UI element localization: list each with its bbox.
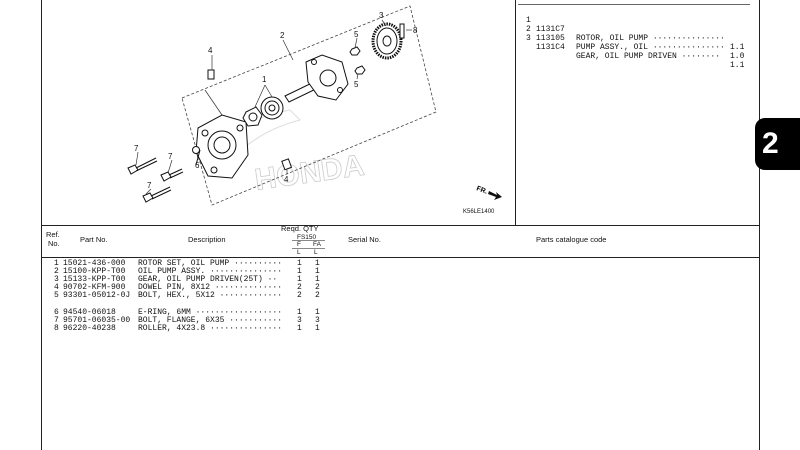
rotor-set <box>242 96 284 127</box>
list-item: 1 1131C7 ROTOR, OIL PUMP ···············… <box>526 16 745 52</box>
diagram-table-divider <box>41 225 760 226</box>
table-row: 3 15133-KPP-T00 GEAR, OIL PUMP DRIVEN(25… <box>54 275 320 284</box>
callout-number: 6 <box>195 161 200 170</box>
callout-number: 5 <box>354 80 359 89</box>
col-l-header: L <box>314 249 318 256</box>
table-header-divider <box>41 257 760 258</box>
table-row: 5 93301-05012-0J BOLT, HEX., 5X12 ······… <box>54 291 320 300</box>
callout-number: 1 <box>262 75 267 84</box>
table-row: 8 96220-40238 ROLLER, 4X23.8 ···········… <box>54 324 320 333</box>
callout-number: 8 <box>413 26 418 35</box>
leader-lines <box>135 19 412 195</box>
dowel-pin <box>281 158 293 171</box>
table-row: 7 95701-06035-00 BOLT, FLANGE, 6X35 ····… <box>54 316 320 325</box>
assembly-boundary <box>181 5 437 206</box>
roller <box>399 23 405 39</box>
catalogue-code-header: Parts catalogue code <box>536 235 607 244</box>
diagram-code: K56LE1400 <box>463 209 495 215</box>
dowel-pin <box>207 69 215 80</box>
callout-number: 2 <box>280 31 285 40</box>
part-no-header: Part No. <box>80 235 108 244</box>
callout-number: 3 <box>379 11 384 20</box>
callout-number: 7 <box>134 144 139 153</box>
callout-number: 7 <box>168 152 173 161</box>
pump-cover <box>305 54 349 101</box>
table-row: 6 94540-06018 E-RING, 6MM ··············… <box>54 308 320 317</box>
ref-header: Ref. <box>46 230 60 239</box>
hex-bolt-5x12 <box>349 46 366 75</box>
e-ring <box>192 146 200 154</box>
callout-number: 4 <box>284 175 289 184</box>
col-f-header: F <box>297 241 301 248</box>
list-item: 3 1131C4 GEAR, OIL PUMP DRIVEN ········ … <box>526 34 745 70</box>
callout-number: 7 <box>147 181 152 190</box>
col-l-header: L <box>297 249 301 256</box>
svg-text:FR.: FR. <box>475 185 488 195</box>
diagram-list-divider <box>515 0 516 225</box>
list-item: 2 113105 PUMP ASSY., OIL ···············… <box>526 25 745 61</box>
oil-pump-body <box>195 114 249 179</box>
serial-no-header: Serial No. <box>348 235 381 244</box>
chapter-tab[interactable] <box>755 118 800 170</box>
table-row: 2 15100-KPP-T00 OIL PUMP ASSY. ·········… <box>54 267 320 276</box>
driven-gear <box>371 22 403 60</box>
col-fa-header: FA <box>313 241 321 248</box>
table-row: 4 90702-KFM-900 DOWEL PIN, 8X12 ········… <box>54 283 320 292</box>
callout-number: 5 <box>354 30 359 39</box>
flange-bolt-6x35 <box>127 157 184 203</box>
chapter-tab-number: 2 <box>762 127 779 160</box>
exploded-parts-diagram: HONDA <box>127 5 502 215</box>
model-header: FS150 <box>297 234 317 241</box>
callout-number: 4 <box>208 46 213 55</box>
description-header: Description <box>188 235 226 244</box>
table-row: 1 15021-436-000 ROTOR SET, OIL PUMP ····… <box>54 259 320 268</box>
no-header: No. <box>48 239 60 248</box>
front-direction-arrow-icon: FR. <box>475 185 502 200</box>
honda-watermark: HONDA <box>253 149 367 197</box>
reqd-qty-header: Reqd. QTY <box>281 224 319 233</box>
